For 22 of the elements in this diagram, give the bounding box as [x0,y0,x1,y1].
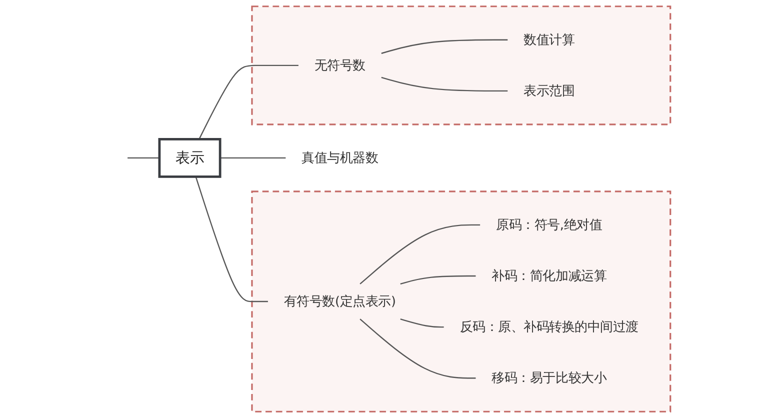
node-text: 有符号数(定点表示) [284,294,396,309]
connector [128,157,160,159]
node-text: 真值与机器数 [302,150,378,166]
node-text: 无符号数 [314,57,366,73]
connector [400,318,444,328]
node-text: 数值计算 [524,32,575,48]
connector [381,39,508,54]
node-text: 原码：符号,绝对值 [496,216,602,232]
node-box: 表示 [158,138,222,178]
node-text: 反码：原、补码转换的中间过渡 [460,319,638,334]
connector [360,224,480,284]
node-text: 补码：简化加减运算 [492,268,607,284]
node-text: 表示范围 [524,82,575,98]
connector [220,157,286,159]
cluster [251,6,672,126]
connector [381,76,508,92]
node-text: 移码：易于比较大小 [492,370,607,386]
connector [198,64,298,140]
connector [195,176,268,302]
connector [400,275,476,285]
cluster [251,190,672,412]
connector [360,318,476,379]
